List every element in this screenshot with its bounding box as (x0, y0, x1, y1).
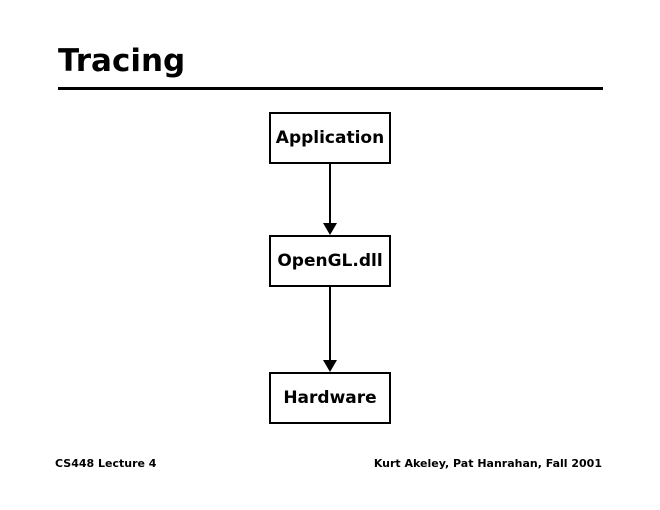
footer-course-label: CS448 Lecture 4 (55, 457, 157, 470)
flow-arrow-shaft-1 (329, 164, 331, 225)
flow-node-opengl-dll: OpenGL.dll (269, 235, 391, 287)
flow-node-label: Application (275, 128, 385, 148)
flow-arrow-shaft-2 (329, 287, 331, 362)
page-title: Tracing (58, 43, 186, 79)
flow-node-hardware: Hardware (269, 372, 391, 424)
footer-authors-label: Kurt Akeley, Pat Hanrahan, Fall 2001 (373, 457, 602, 470)
flow-node-label: OpenGL.dll (277, 251, 383, 271)
down-arrow-icon (323, 360, 337, 372)
flow-node-application: Application (269, 112, 391, 164)
down-arrow-icon (323, 223, 337, 235)
tracing-flow-diagram: Application OpenGL.dll Hardware (269, 112, 391, 424)
title-divider (58, 87, 603, 90)
flow-node-label: Hardware (283, 388, 377, 408)
